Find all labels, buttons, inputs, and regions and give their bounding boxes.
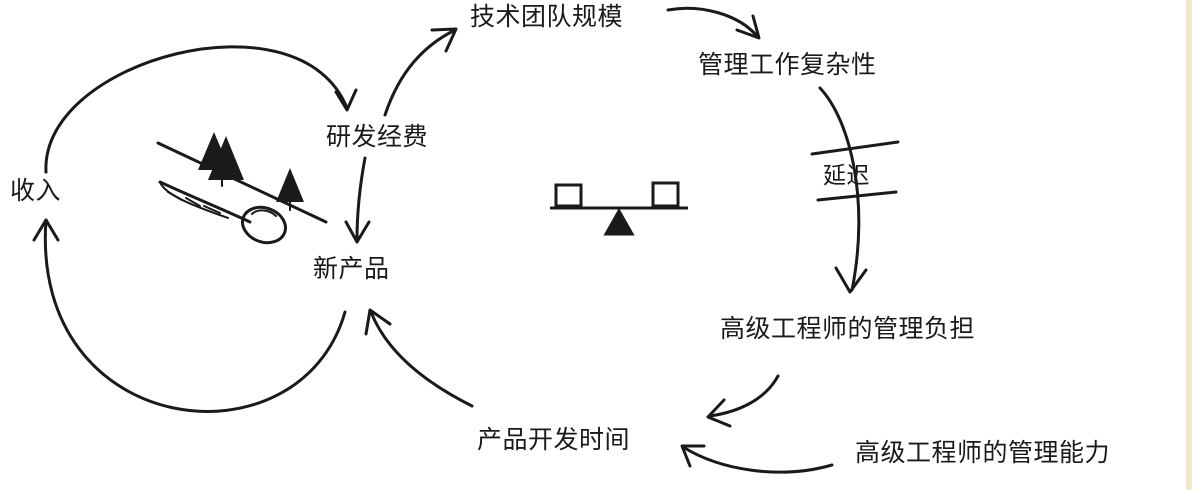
arrowhead-rnd-to-team xyxy=(430,27,458,53)
arrow-devtime-to-product xyxy=(369,310,474,408)
delay-mark-upper xyxy=(810,140,900,156)
arrowhead-revenue-to-rnd xyxy=(334,88,358,112)
page-edge-strip xyxy=(1186,0,1192,490)
arrowhead-burden-to-devtime xyxy=(706,398,732,428)
arrow-product-to-revenue xyxy=(43,218,347,413)
node-senior-burden: 高级工程师的管理负担 xyxy=(720,314,976,343)
arrow-revenue-to-rnd xyxy=(44,45,349,174)
arrow-burden-to-devtime xyxy=(708,374,780,418)
delay-mark-lower xyxy=(816,190,898,202)
arrow-complex-to-burden xyxy=(818,86,861,292)
snowball-rolling-downhill-icon xyxy=(156,132,328,245)
arrowhead-rnd-to-product xyxy=(344,220,371,244)
arrowhead-product-to-revenue xyxy=(32,218,60,242)
node-senior-capacity: 高级工程师的管理能力 xyxy=(855,438,1111,467)
arrow-rnd-to-team xyxy=(383,28,457,117)
node-new-products: 新产品 xyxy=(313,254,390,283)
delay-label: 延迟 xyxy=(823,163,870,189)
arrowhead-complex-to-burden xyxy=(834,266,868,294)
node-rnd-budget: 研发经费 xyxy=(326,122,429,151)
node-mgmt-complexity: 管理工作复杂性 xyxy=(698,50,877,79)
node-dev-time: 产品开发时间 xyxy=(477,425,631,454)
arrow-capacity-to-devtime xyxy=(681,445,834,474)
arrowhead-capacity-to-devtime xyxy=(680,444,706,468)
arrowhead-team-to-complex xyxy=(735,14,761,40)
node-revenue: 收入 xyxy=(10,176,62,205)
arrow-team-to-complex xyxy=(666,6,759,38)
arrowhead-devtime-to-product xyxy=(364,308,392,336)
balance-seesaw-icon xyxy=(550,181,688,236)
node-team-size: 技术团队规模 xyxy=(470,2,624,31)
arrow-rnd-to-product xyxy=(355,156,367,242)
